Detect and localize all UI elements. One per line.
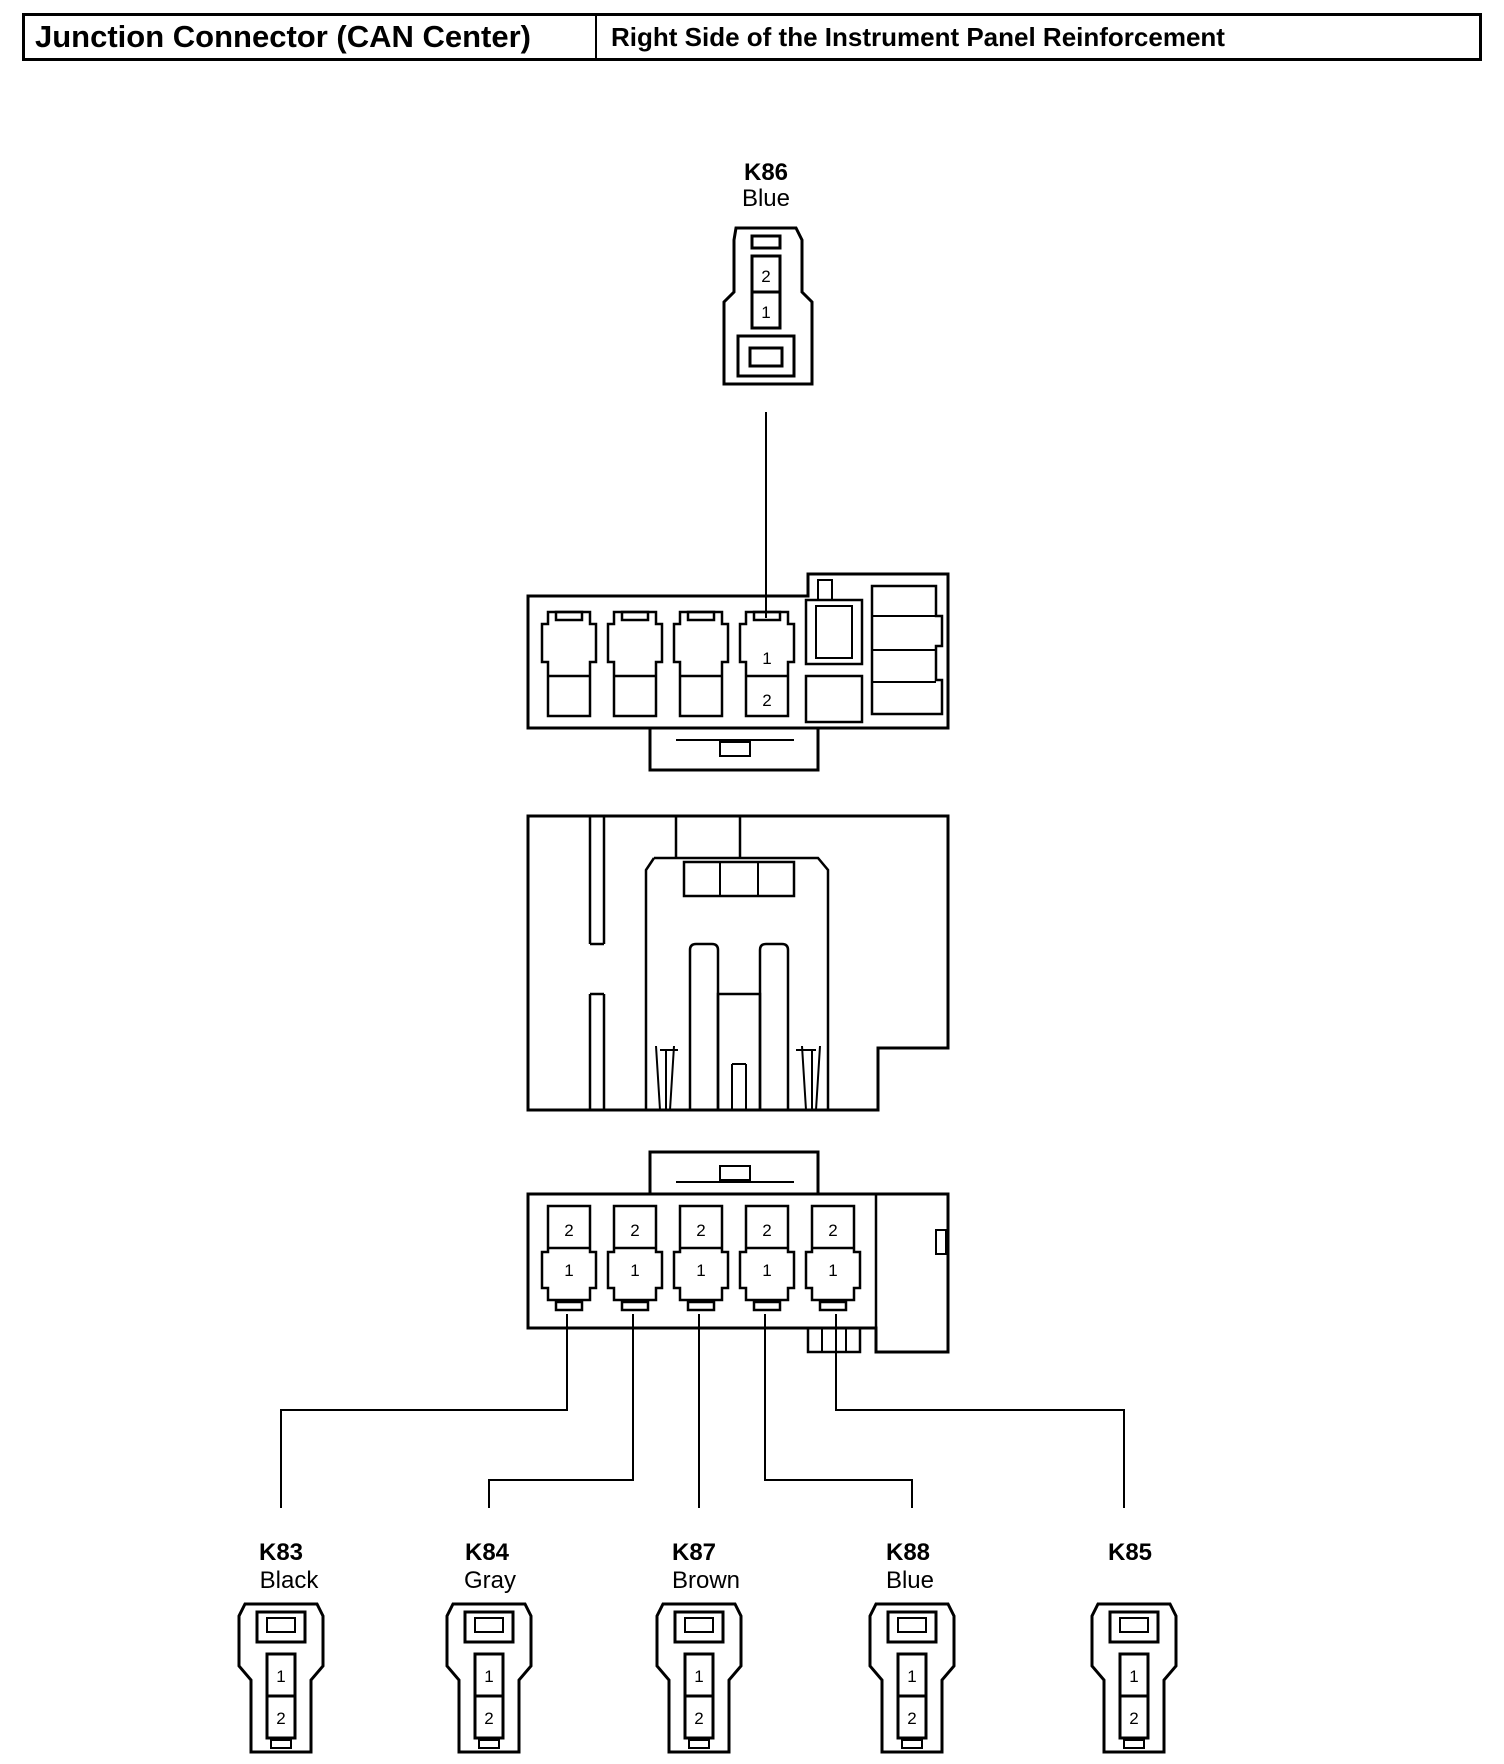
- connector-k83-color: Black: [260, 1567, 320, 1594]
- junction-connector-side-view: [526, 814, 950, 1112]
- pin-label: 2: [694, 1709, 703, 1728]
- connector-k86-code: K86: [744, 159, 788, 186]
- pin-label: 1: [762, 649, 771, 668]
- junction-connector-front-view: 1 2: [526, 572, 950, 772]
- pin-label: 2: [696, 1221, 705, 1240]
- pin-label: 1: [1129, 1667, 1138, 1686]
- connector-k84-code: K84: [465, 1539, 510, 1566]
- connector-k88: [868, 1602, 956, 1754]
- connector-title: Junction Connector (CAN Center): [25, 16, 597, 58]
- pin-label: 1: [694, 1667, 703, 1686]
- header-table: Junction Connector (CAN Center) Right Si…: [22, 13, 1482, 61]
- connector-k87-code: K87: [672, 1539, 716, 1566]
- connector-k84-color: Gray: [464, 1567, 516, 1594]
- pin-label: 2: [484, 1709, 493, 1728]
- wire-harness: [280, 1314, 1125, 1508]
- pin-label: 1: [762, 1261, 771, 1280]
- connector-k88-color: Blue: [886, 1567, 934, 1594]
- pin-label: 1: [907, 1667, 916, 1686]
- junction-connector-rear-view: 2 1 2 1 2 1 2 1 2 1: [526, 1150, 950, 1354]
- pin-label: 1: [630, 1261, 639, 1280]
- connector-k86-color: Blue: [742, 185, 790, 212]
- pin-label: 1: [564, 1261, 573, 1280]
- connector-k85-code: K85: [1108, 1539, 1152, 1566]
- connector-k85: [1090, 1602, 1178, 1754]
- pin-label: 1: [761, 303, 770, 322]
- connector-k83: [237, 1602, 325, 1754]
- pin-label: 2: [762, 691, 771, 710]
- connector-k87-color: Brown: [672, 1567, 740, 1594]
- connector-k87: [655, 1602, 743, 1754]
- pin-label: 2: [762, 1221, 771, 1240]
- pin-label: 2: [907, 1709, 916, 1728]
- pin-label: 1: [484, 1667, 493, 1686]
- connector-k84: [445, 1602, 533, 1754]
- pin-label: 1: [696, 1261, 705, 1280]
- pin-label: 2: [761, 267, 770, 286]
- connector-k88-code: K88: [886, 1539, 930, 1566]
- connector-location: Right Side of the Instrument Panel Reinf…: [611, 21, 1225, 52]
- pin-label: 2: [276, 1709, 285, 1728]
- pin-label: 2: [1129, 1709, 1138, 1728]
- pin-label: 2: [828, 1221, 837, 1240]
- pin-label: 1: [828, 1261, 837, 1280]
- pin-label: 1: [276, 1667, 285, 1686]
- connector-k83-code: K83: [259, 1539, 303, 1566]
- connector-k86: 2 1: [722, 226, 814, 386]
- pin-label: 2: [630, 1221, 639, 1240]
- pin-label: 2: [564, 1221, 573, 1240]
